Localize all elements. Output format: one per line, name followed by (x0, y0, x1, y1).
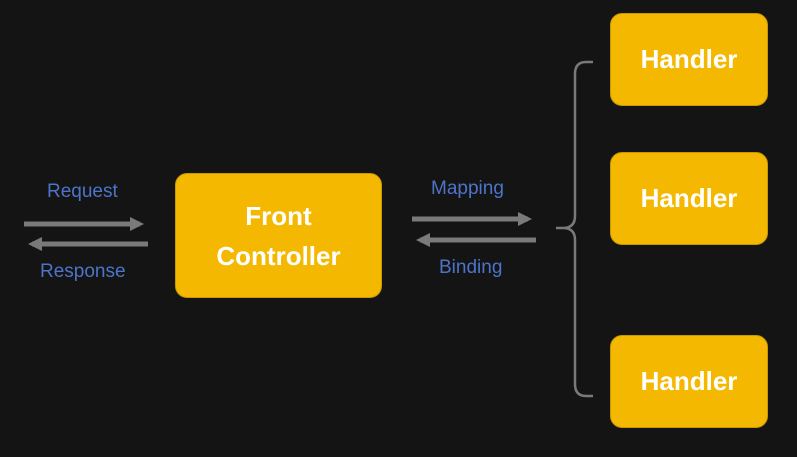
front-controller-line2: Controller (216, 240, 341, 271)
handler-box-3: Handler (610, 335, 768, 428)
request-label: Request (47, 181, 118, 202)
front-controller-line1: Front (245, 200, 312, 231)
response-label: Response (40, 261, 126, 282)
handler-group-brace (556, 60, 593, 398)
handler-box-1: Handler (610, 13, 768, 106)
handler-box-2: Handler (610, 152, 768, 245)
binding-label: Binding (439, 257, 503, 278)
front-controller-box: Front Controller (175, 173, 382, 298)
mapping-label: Mapping (431, 178, 504, 199)
